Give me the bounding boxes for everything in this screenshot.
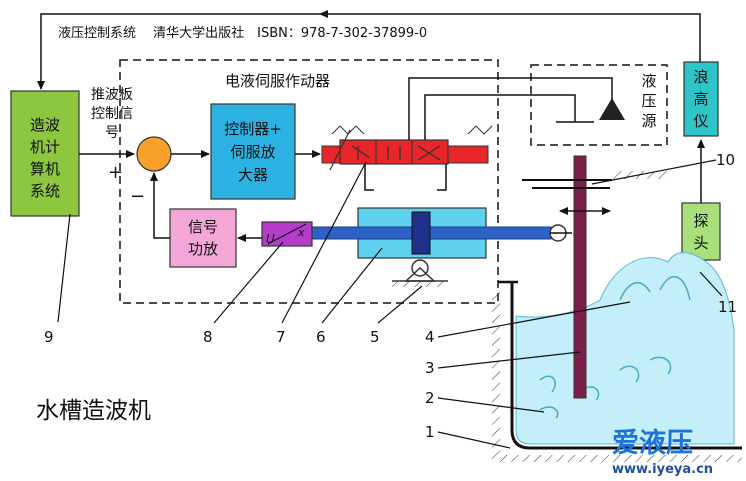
part-number-10: 10 [716,151,735,169]
part-number-4: 4 [425,328,435,346]
wave-probe [681,202,721,261]
cylinder-support [392,259,448,287]
water-body [515,252,735,445]
svg-text:源: 源 [641,112,656,130]
part-number-3: 3 [425,359,435,377]
svg-text:造波: 造波 [30,116,60,134]
part-number-6: 6 [316,328,326,346]
svg-text:推波板: 推波板 [91,87,133,103]
wave-height-meter [683,61,719,137]
svg-text:高: 高 [693,90,708,108]
svg-text:液: 液 [641,72,656,90]
svg-text:压: 压 [641,92,656,110]
svg-text:大器: 大器 [238,166,268,184]
svg-text:机计: 机计 [30,138,60,156]
leader-lines [57,159,723,449]
part-number-5: 5 [370,328,380,346]
part-number-8: 8 [203,328,213,346]
signal-power-amplifier-label: 信号 功放 [188,218,218,258]
svg-text:伺服放: 伺服放 [230,143,275,161]
svg-text:号: 号 [105,125,119,141]
pusher-signal-label: 推波板 控制信 号 [91,87,133,141]
controller-amplifier-block [210,103,296,200]
svg-text:头: 头 [693,234,708,252]
svg-text:浪: 浪 [693,68,708,86]
diagram-caption: 水槽造波机 [36,398,151,424]
hydraulic-pipes [364,77,613,191]
svg-text:算机: 算机 [30,160,60,178]
paddle-guide [522,179,612,189]
displacement-sensor [261,221,313,247]
minus-sign: − [130,186,145,207]
hydraulic-source-label: 液 压 源 [641,72,656,130]
svg-text:信号: 信号 [188,218,218,236]
part-numbers: 1 2 3 4 5 6 7 8 9 10 11 [44,151,737,441]
svg-text:探: 探 [693,212,708,230]
controller-amplifier-label: 控制器+ 伺服放 大器 [224,120,282,184]
signal-power-amplifier [169,208,237,268]
svg-text:仪: 仪 [693,112,708,130]
svg-text:系统: 系统 [30,182,60,200]
part-number-7: 7 [276,328,286,346]
wave-computer-label: 造波 机计 算机 系统 [30,116,60,200]
feedback-signal-line [150,172,170,239]
pump-icon [599,98,625,120]
water-tank [492,280,742,462]
plus-sign: + [108,162,123,183]
summing-junction [136,136,172,172]
servo-valve [321,125,493,171]
wave-computer-block [10,90,80,217]
wave-paddle [573,155,587,399]
part-number-2: 2 [425,389,435,407]
part-number-1: 1 [425,423,435,441]
servo-actuator-title: 电液伺服作动器 [225,72,330,90]
servo-actuator-frame [119,59,499,304]
wave-probe-label: 探 头 [693,212,708,252]
watermark-brand: 爱液压 [612,428,693,459]
sensor-x-label: x [297,226,305,239]
source-citation: 液压控制系统 清华大学出版社 ISBN：978-7-302-37899-0 [58,25,427,41]
svg-text:功放: 功放 [188,240,218,258]
sensor-u-label: U [266,232,275,246]
watermark-url: www.iyeya.cn [612,462,713,477]
piston [411,211,431,255]
wave-feedback-line [37,10,701,90]
svg-text:控制信: 控制信 [91,106,133,122]
wave-crests [539,275,691,419]
part-number-9: 9 [44,328,54,346]
svg-text:控制器+: 控制器+ [224,120,282,138]
part-number-11: 11 [718,298,737,316]
hydraulic-source-frame [530,64,668,146]
wave-height-meter-label: 浪 高 仪 [693,68,708,130]
